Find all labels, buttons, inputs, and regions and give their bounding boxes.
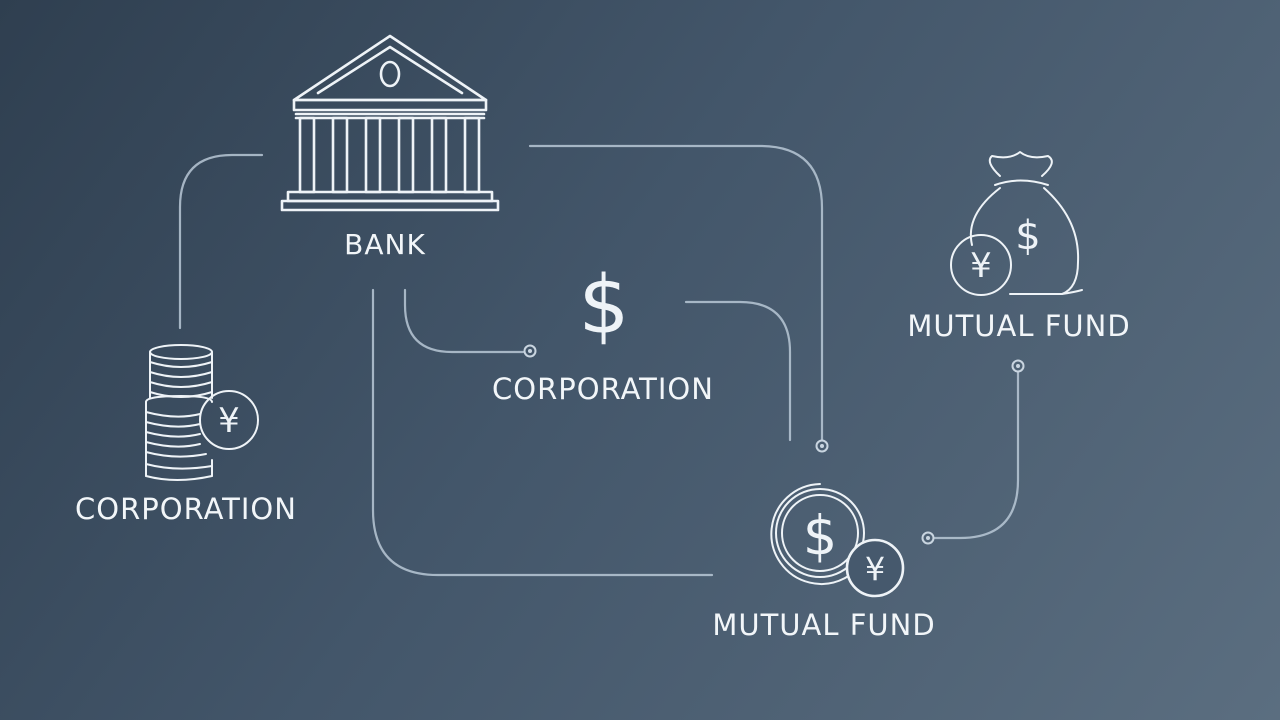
bank-label: BANK [344, 228, 426, 261]
connector-mutual-fund-to-mutual-fund-right [933, 370, 1020, 540]
connector-dollar-to-mutual-fund [684, 300, 792, 442]
corporation-left-label: CORPORATION [75, 492, 297, 526]
mutual-fund-right-label: MUTUAL FUND [907, 309, 1131, 343]
connector-bank-to-corporation-left [178, 153, 264, 330]
svg-text:$: $ [579, 259, 630, 352]
svg-text:¥: ¥ [865, 550, 885, 588]
svg-text:$: $ [1015, 213, 1040, 259]
svg-text:¥: ¥ [218, 401, 240, 441]
corporation-center-label: CORPORATION [492, 372, 714, 406]
connector-bank-to-mutual-fund-bottom [528, 144, 824, 442]
connector-dot [815, 439, 829, 453]
dollar-icon: $ [579, 259, 630, 352]
svg-text:$: $ [803, 505, 837, 568]
money-bag-icon [969, 151, 1083, 295]
mutual-fund-bottom-label: MUTUAL FUND [712, 608, 936, 642]
bag-dollar-icon: $ [1015, 213, 1040, 259]
connector-bank-to-corporation-center [403, 288, 525, 354]
svg-text:¥: ¥ [970, 246, 992, 286]
dollar-coin-icon: $ [770, 483, 869, 585]
yen-coin-icon: ¥ [950, 234, 1012, 296]
connector-dot [1011, 359, 1025, 373]
coin-stack-icon [145, 344, 213, 481]
connector-dot [921, 531, 935, 545]
yen-coin-icon: ¥ [845, 538, 905, 598]
connector-dot [523, 344, 537, 358]
bank-icon [280, 34, 500, 212]
connector-bank-loop-to-mutual-fund [371, 288, 714, 577]
yen-coin-icon: ¥ [199, 390, 259, 450]
